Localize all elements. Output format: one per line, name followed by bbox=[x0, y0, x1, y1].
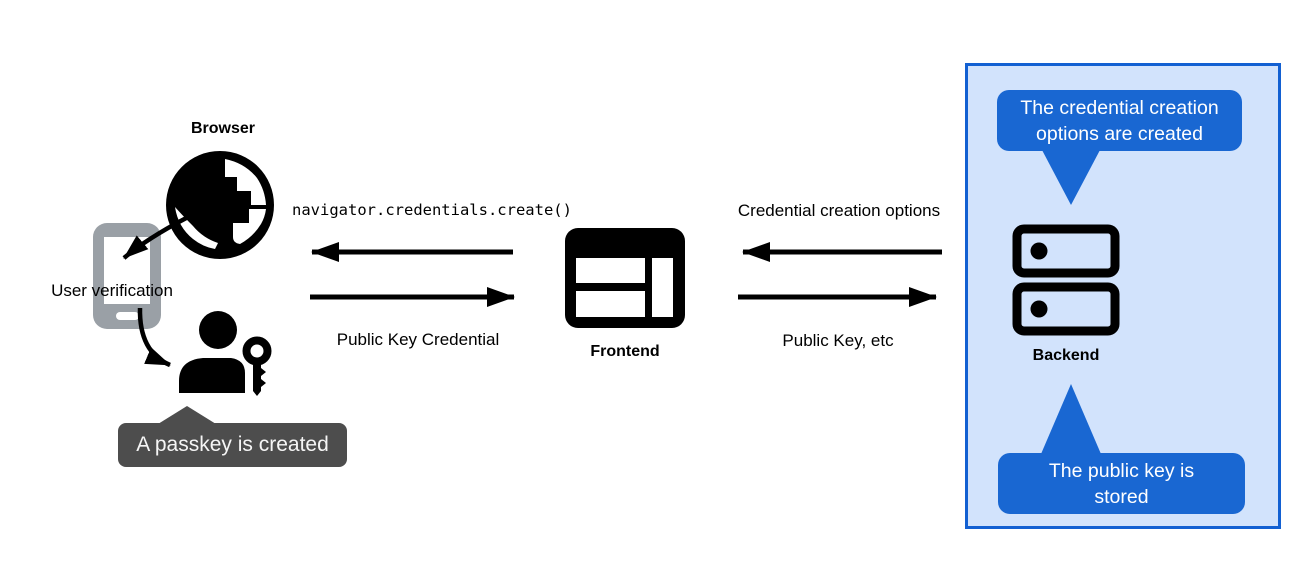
arrow-browser-to-phone bbox=[122, 209, 200, 260]
backend-bubble-top: The credential creation options are crea… bbox=[997, 90, 1242, 151]
public-key-etc-label: Public Key, etc bbox=[782, 331, 894, 350]
passkey-tooltip-text: A passkey is created bbox=[136, 433, 329, 456]
person-key-icon bbox=[175, 303, 285, 401]
credential-creation-options-label: Credential creation options bbox=[737, 201, 941, 220]
backend-bubble-top-text: The credential creation options are crea… bbox=[1020, 96, 1219, 145]
public-key-credential-label: Public Key Credential bbox=[336, 330, 500, 349]
frontend-icon bbox=[565, 228, 685, 328]
backend-bubble-bottom: The public key is stored bbox=[998, 453, 1245, 514]
backend-label: Backend bbox=[1032, 347, 1100, 364]
backend-bubble-bottom-text: The public key is stored bbox=[1048, 459, 1195, 508]
passkey-tooltip: A passkey is created bbox=[118, 423, 347, 467]
frontend-label: Frontend bbox=[590, 343, 660, 360]
browser-label: Browser bbox=[190, 120, 256, 137]
arrow-phone-to-user bbox=[137, 307, 171, 368]
user-verification-label: User verification bbox=[51, 281, 173, 300]
server-icon bbox=[1012, 224, 1120, 336]
navigator-create-label: navigator.credentials.create() bbox=[292, 201, 572, 219]
globe-icon bbox=[165, 150, 275, 260]
